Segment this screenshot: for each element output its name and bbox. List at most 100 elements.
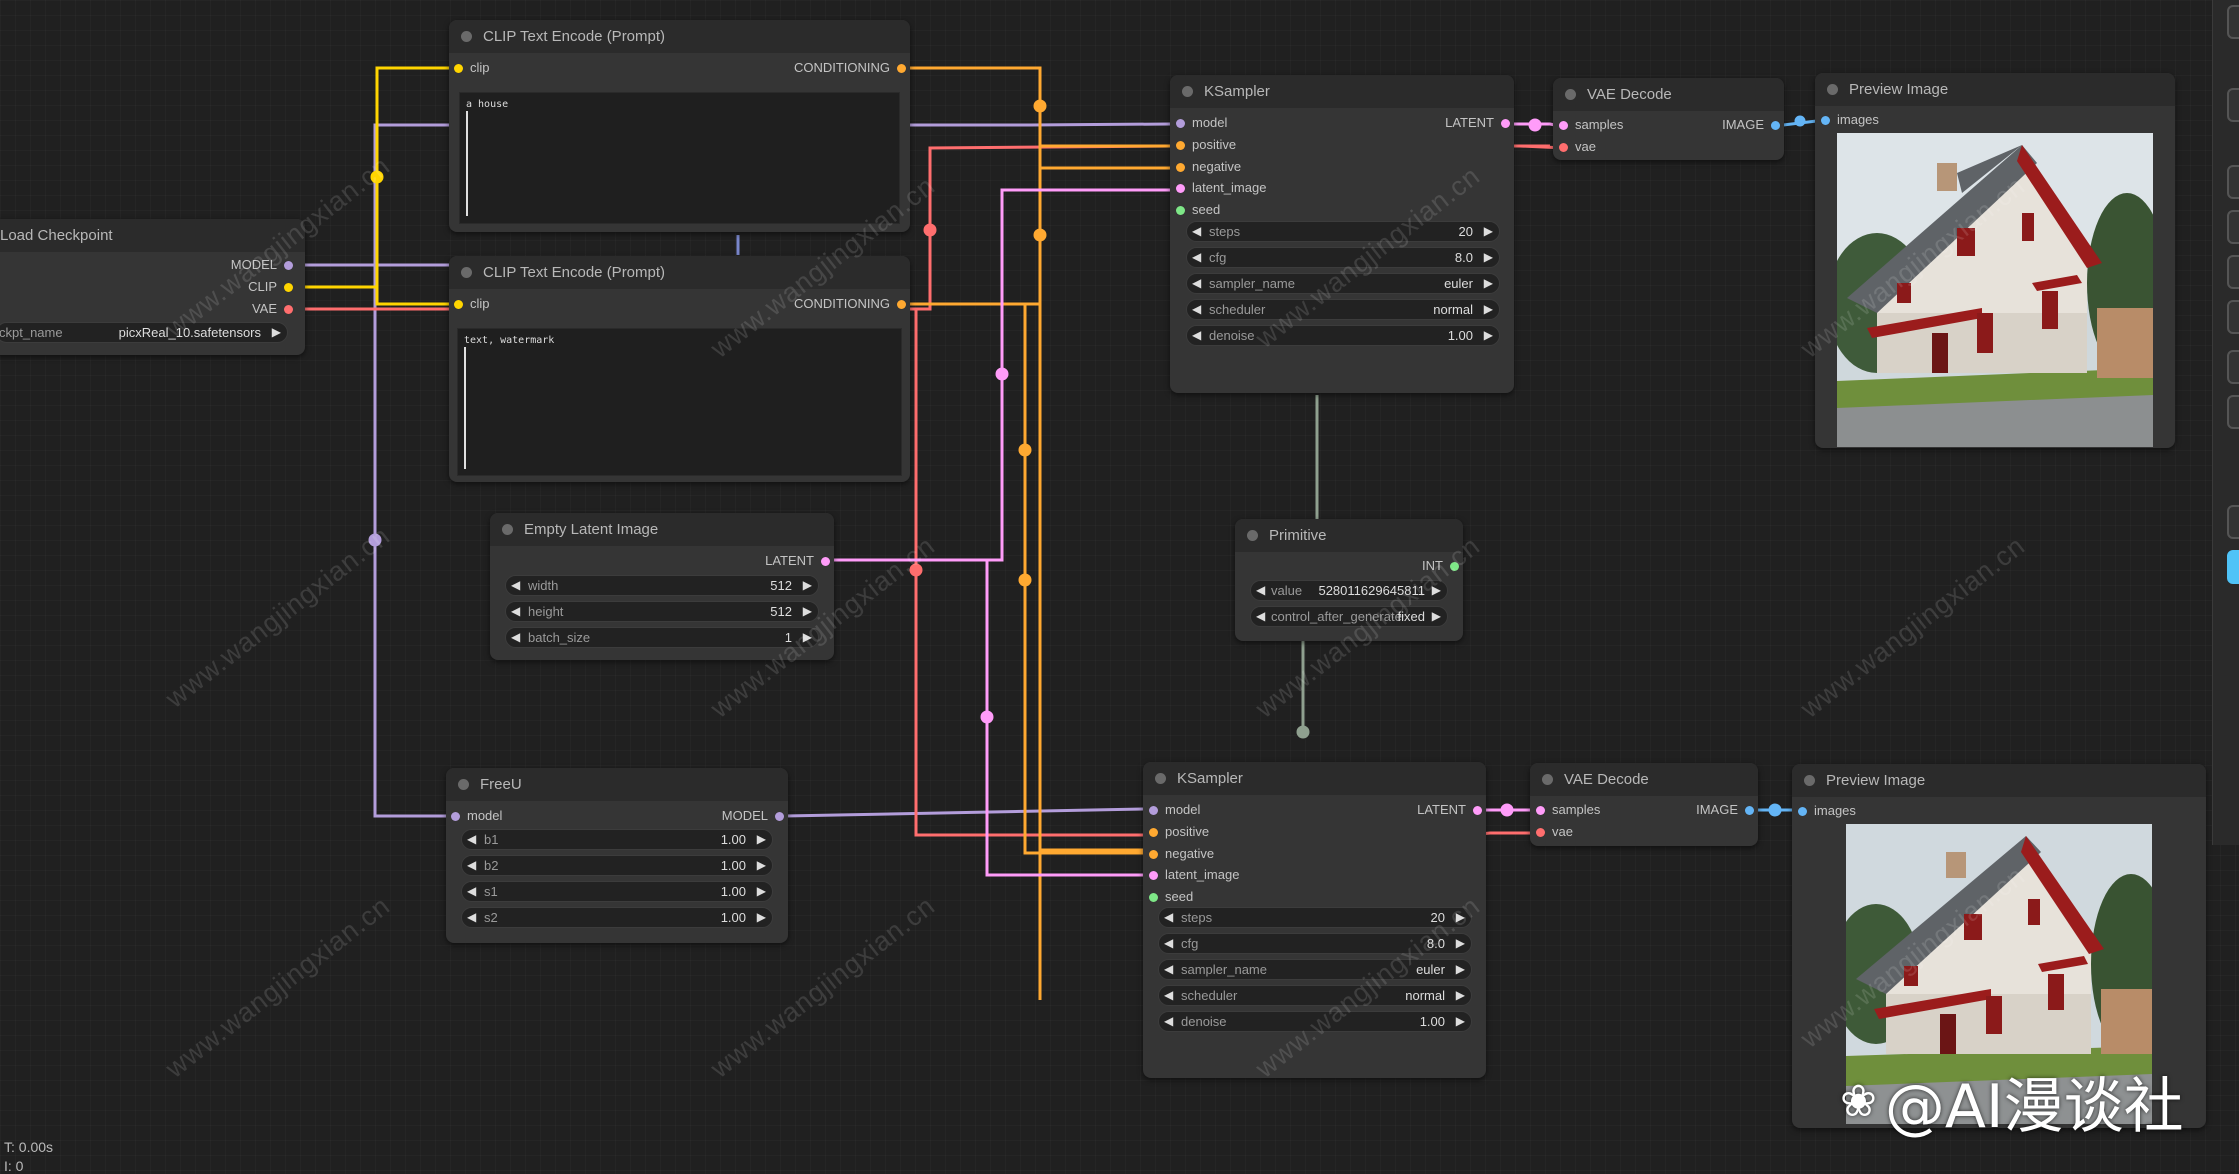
clip-text-encode-negative-node[interactable]: CLIP Text Encode (Prompt) clip CONDITION…: [449, 256, 910, 482]
collapse-dot-icon[interactable]: [1247, 530, 1258, 541]
collapse-dot-icon[interactable]: [458, 779, 469, 790]
b1-widget[interactable]: ◀ b1 1.00 ▶: [461, 829, 773, 850]
arrow-left-icon[interactable]: ◀: [511, 630, 521, 644]
arrow-left-icon[interactable]: ◀: [1164, 962, 1174, 976]
arrow-left-icon[interactable]: ◀: [1164, 936, 1174, 950]
denoise-widget[interactable]: ◀ denoise 1.00 ▶: [1186, 325, 1500, 346]
toolbar-button[interactable]: [2227, 210, 2239, 244]
positive-input-slot[interactable]: positive: [1149, 823, 1209, 841]
prompt-text-input[interactable]: a house: [459, 92, 900, 224]
node-header[interactable]: VAE Decode: [1553, 78, 1784, 111]
seed-input-slot[interactable]: seed: [1176, 201, 1220, 219]
arrow-right-icon[interactable]: ▶: [1431, 583, 1441, 597]
model-input-slot[interactable]: model: [451, 807, 502, 825]
arrow-right-icon[interactable]: ▶: [1455, 910, 1465, 924]
conditioning-output-slot[interactable]: CONDITIONING: [794, 295, 906, 313]
images-input-slot[interactable]: images: [1821, 111, 1879, 129]
arrow-right-icon[interactable]: ▶: [756, 910, 766, 924]
node-header[interactable]: KSampler: [1143, 762, 1486, 795]
vae-decode-node-2[interactable]: VAE Decode samples vae IMAGE: [1530, 763, 1758, 846]
seed-input-slot[interactable]: seed: [1149, 888, 1193, 906]
arrow-left-icon[interactable]: ◀: [511, 604, 521, 618]
scheduler-widget[interactable]: ◀ scheduler normal ▶: [1158, 985, 1472, 1006]
b2-widget[interactable]: ◀ b2 1.00 ▶: [461, 855, 773, 876]
node-header[interactable]: CLIP Text Encode (Prompt): [449, 20, 910, 53]
collapse-dot-icon[interactable]: [1804, 775, 1815, 786]
latent-output-slot[interactable]: LATENT: [765, 552, 830, 570]
clip-input-slot[interactable]: clip: [454, 295, 490, 313]
toolbar-button[interactable]: [2227, 255, 2239, 289]
load-checkpoint-node[interactable]: Load Checkpoint MODEL CLIP VAE ckpt_name…: [0, 219, 305, 355]
steps-widget[interactable]: ◀ steps 20 ▶: [1186, 221, 1500, 242]
scheduler-widget[interactable]: ◀ scheduler normal ▶: [1186, 299, 1500, 320]
s1-widget[interactable]: ◀ s1 1.00 ▶: [461, 881, 773, 902]
arrow-right-icon[interactable]: ▶: [1455, 988, 1465, 1002]
prompt-text-input[interactable]: text, watermark: [457, 328, 902, 476]
arrow-left-icon[interactable]: ◀: [467, 910, 477, 924]
arrow-right-icon[interactable]: ▶: [1455, 1014, 1465, 1028]
generated-house-image[interactable]: [1846, 824, 2152, 1124]
toolbar-button[interactable]: [2227, 165, 2239, 199]
generated-house-image[interactable]: [1837, 133, 2153, 447]
toolbar-button[interactable]: [2227, 300, 2239, 334]
arrow-left-icon[interactable]: ◀: [1192, 276, 1202, 290]
node-header[interactable]: FreeU: [446, 768, 788, 801]
ksampler-node-2[interactable]: KSampler model positive negative latent_…: [1143, 762, 1486, 1078]
empty-latent-image-node[interactable]: Empty Latent Image LATENT ◀ width 512 ▶ …: [490, 513, 834, 660]
arrow-left-icon[interactable]: ◀: [467, 884, 477, 898]
arrow-right-icon[interactable]: ▶: [756, 858, 766, 872]
collapse-dot-icon[interactable]: [1827, 84, 1838, 95]
image-output-slot[interactable]: IMAGE: [1696, 801, 1754, 819]
conditioning-output-slot[interactable]: CONDITIONING: [794, 59, 906, 77]
node-header[interactable]: CLIP Text Encode (Prompt): [449, 256, 910, 289]
collapse-dot-icon[interactable]: [1565, 89, 1576, 100]
vae-input-slot[interactable]: vae: [1559, 138, 1596, 156]
image-output-slot[interactable]: IMAGE: [1722, 116, 1780, 134]
arrow-left-icon[interactable]: ◀: [1192, 224, 1202, 238]
arrow-left-icon[interactable]: ◀: [1192, 250, 1202, 264]
collapse-dot-icon[interactable]: [461, 31, 472, 42]
model-output-slot[interactable]: MODEL: [722, 807, 784, 825]
toolbar-button[interactable]: [2227, 350, 2239, 384]
arrow-right-icon[interactable]: ▶: [1483, 250, 1493, 264]
collapse-dot-icon[interactable]: [1542, 774, 1553, 785]
arrow-left-icon[interactable]: ◀: [1164, 988, 1174, 1002]
samples-input-slot[interactable]: samples: [1536, 801, 1600, 819]
arrow-right-icon[interactable]: ▶: [1455, 962, 1465, 976]
samples-input-slot[interactable]: samples: [1559, 116, 1623, 134]
vae-decode-node-1[interactable]: VAE Decode samples vae IMAGE: [1553, 78, 1784, 160]
freeu-node[interactable]: FreeU model MODEL ◀ b1 1.00 ▶ ◀ b2 1.00 …: [446, 768, 788, 943]
toolbar-button[interactable]: [2227, 88, 2239, 122]
collapse-dot-icon[interactable]: [461, 267, 472, 278]
arrow-right-icon[interactable]: ▶: [1431, 609, 1441, 623]
node-header[interactable]: Preview Image: [1815, 73, 2175, 106]
latent-output-slot[interactable]: LATENT: [1417, 801, 1482, 819]
arrow-right-icon[interactable]: ▶: [1455, 936, 1465, 950]
arrow-left-icon[interactable]: ◀: [1164, 910, 1174, 924]
width-number-widget[interactable]: ◀ width 512 ▶: [505, 575, 819, 596]
collapse-dot-icon[interactable]: [1182, 86, 1193, 97]
arrow-right-icon[interactable]: ▶: [1483, 328, 1493, 342]
clip-input-slot[interactable]: clip: [454, 59, 490, 77]
arrow-left-icon[interactable]: ◀: [1164, 1014, 1174, 1028]
height-number-widget[interactable]: ◀ height 512 ▶: [505, 601, 819, 622]
sampler-name-widget[interactable]: ◀ sampler_name euler ▶: [1186, 273, 1500, 294]
arrow-left-icon[interactable]: ◀: [1192, 328, 1202, 342]
denoise-widget[interactable]: ◀ denoise 1.00 ▶: [1158, 1011, 1472, 1032]
arrow-left-icon[interactable]: ◀: [511, 578, 521, 592]
collapse-dot-icon[interactable]: [1155, 773, 1166, 784]
node-header[interactable]: Load Checkpoint: [0, 219, 305, 252]
node-header[interactable]: KSampler: [1170, 75, 1514, 108]
toolbar-button[interactable]: [2227, 505, 2239, 539]
arrow-right-icon[interactable]: ▶: [1483, 224, 1493, 238]
arrow-right-icon[interactable]: ▶: [756, 884, 766, 898]
s2-widget[interactable]: ◀ s2 1.00 ▶: [461, 907, 773, 928]
arrow-right-icon[interactable]: ▶: [802, 630, 812, 644]
negative-input-slot[interactable]: negative: [1149, 845, 1214, 863]
arrow-right-icon[interactable]: ▶: [271, 325, 281, 339]
clip-output-slot[interactable]: CLIP: [248, 278, 293, 296]
collapse-dot-icon[interactable]: [502, 524, 513, 535]
clip-text-encode-positive-node[interactable]: CLIP Text Encode (Prompt) clip CONDITION…: [449, 20, 910, 232]
arrow-right-icon[interactable]: ▶: [1483, 302, 1493, 316]
vae-output-slot[interactable]: VAE: [252, 300, 293, 318]
